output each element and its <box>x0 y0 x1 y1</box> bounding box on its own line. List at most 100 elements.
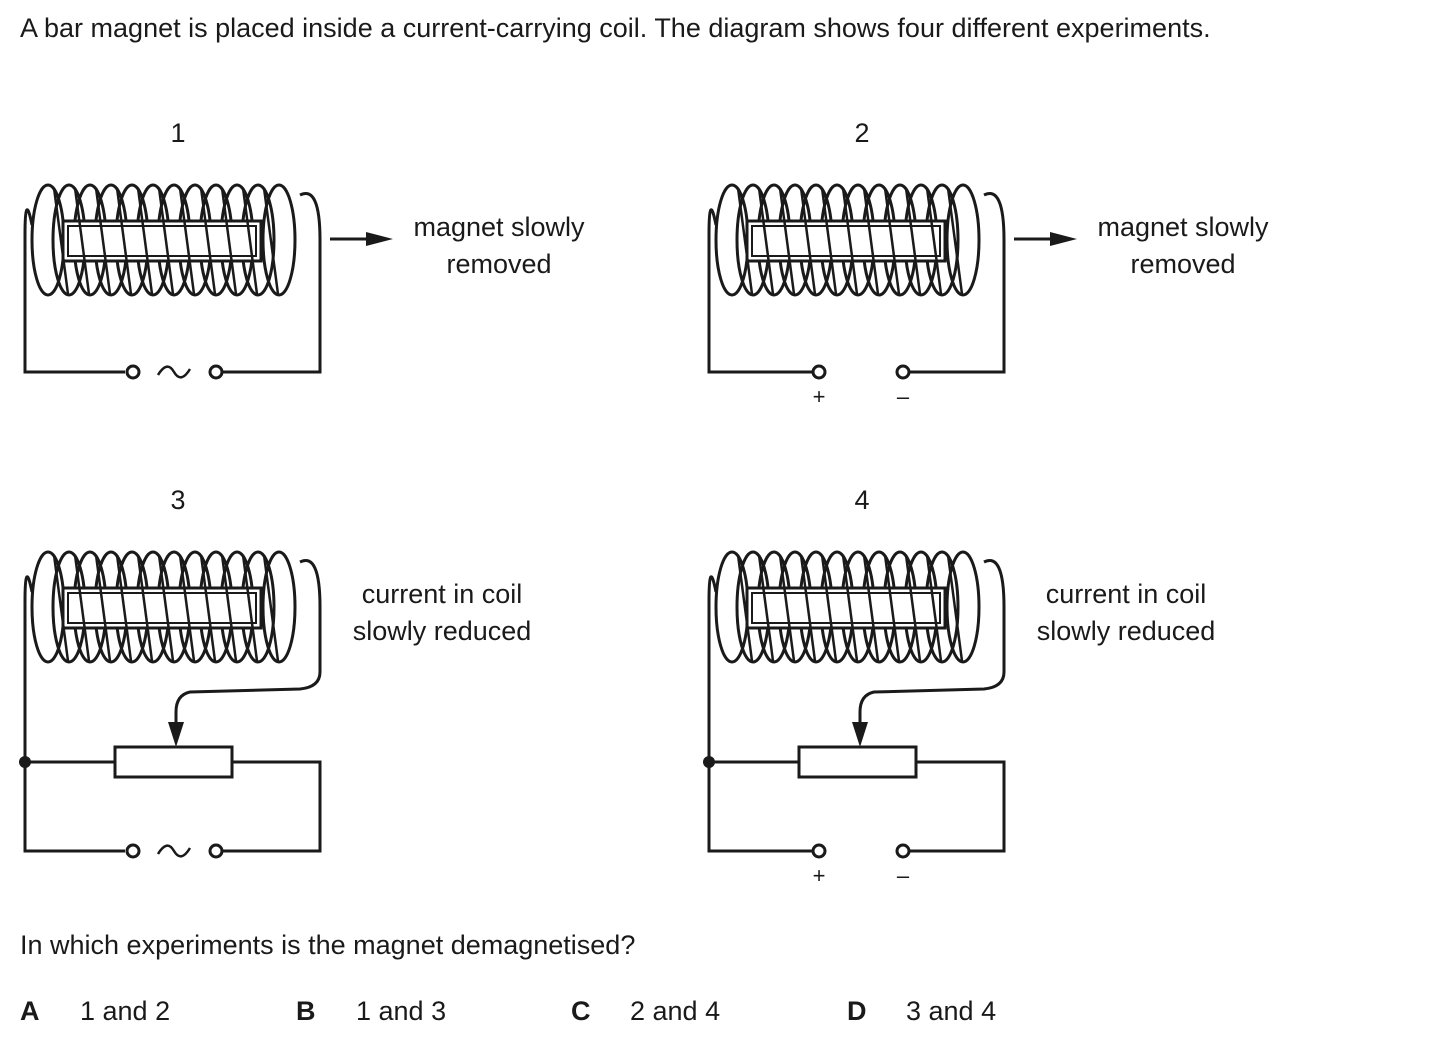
experiment-1-number: 1 <box>170 118 185 148</box>
coil-turn <box>778 187 796 295</box>
experiment-4: 4 +– current in coil slowly reduced <box>703 485 1215 888</box>
coil-loop <box>945 550 981 664</box>
coil-turn <box>820 187 838 295</box>
right-wire <box>906 192 1006 374</box>
terminal <box>811 364 827 380</box>
coil-turn <box>262 554 280 662</box>
coil-loop <box>714 183 750 297</box>
option-b-letter[interactable]: B <box>296 996 316 1026</box>
option-d-text[interactable]: 3 and 4 <box>906 996 997 1026</box>
intro-text: A bar magnet is placed inside a current-… <box>20 13 1211 43</box>
coil-turn <box>178 187 196 295</box>
option-c-text[interactable]: 2 and 4 <box>630 996 721 1026</box>
slider-arrowhead <box>168 722 184 747</box>
coil-turn <box>220 554 238 662</box>
bar-magnet-inner <box>67 225 257 257</box>
rheostat <box>113 745 234 779</box>
coil-turn <box>262 187 280 295</box>
plus-label: + <box>813 384 826 409</box>
ac-symbol <box>156 365 192 379</box>
experiment-1-caption-line-1: magnet slowly <box>413 212 585 242</box>
experiment-1-caption-line-2: removed <box>446 249 551 279</box>
coil-turn <box>841 554 859 662</box>
coil-turn <box>883 554 901 662</box>
experiment-1: 1 magnet slowly removed <box>23 118 585 380</box>
coil-turn <box>157 554 175 662</box>
terminal <box>125 843 141 859</box>
minus-label: – <box>897 384 910 409</box>
option-b-text[interactable]: 1 and 3 <box>356 996 447 1026</box>
slider-wire <box>174 559 322 727</box>
coil-turn <box>757 554 775 662</box>
option-a-text[interactable]: 1 and 2 <box>80 996 171 1026</box>
coil-loop <box>714 550 750 664</box>
coil-loop <box>261 183 297 297</box>
question-text: In which experiments is the magnet demag… <box>20 930 636 960</box>
experiment-3-caption-line-2: slowly reduced <box>353 616 532 646</box>
coil-turn <box>904 187 922 295</box>
experiment-2: 2 +– magnet slowly removed <box>707 118 1269 409</box>
coil-loop <box>30 550 66 664</box>
slider-wire <box>858 559 1006 727</box>
experiment-1-coil <box>30 183 297 297</box>
coil-turn <box>799 187 817 295</box>
experiment-4-circuit: +– <box>703 559 1006 888</box>
coil-turn <box>946 554 964 662</box>
coil-loop <box>261 550 297 664</box>
experiment-3-coil <box>30 550 297 664</box>
terminal <box>895 843 911 859</box>
terminal <box>208 364 224 380</box>
experiment-4-caption-line-1: current in coil <box>1046 579 1207 609</box>
coil-turn <box>736 554 754 662</box>
experiment-2-coil <box>714 183 981 297</box>
left-wire <box>23 208 125 374</box>
removal-arrowhead <box>1050 232 1077 246</box>
coil-turn <box>178 554 196 662</box>
coil-turn <box>736 187 754 295</box>
option-a-letter[interactable]: A <box>20 996 40 1026</box>
terminal <box>895 364 911 380</box>
coil-turn <box>841 187 859 295</box>
experiment-3-circuit <box>19 559 322 859</box>
experiment-3: 3 current in coil slowly reduced <box>19 485 532 859</box>
coil-turn <box>757 187 775 295</box>
coil-turn <box>157 187 175 295</box>
rheostat <box>797 745 918 779</box>
coil-loop <box>945 183 981 297</box>
coil-turn <box>904 554 922 662</box>
coil-turn <box>241 187 259 295</box>
experiment-1-circuit <box>23 192 393 380</box>
terminal <box>208 843 224 859</box>
option-c-letter[interactable]: C <box>571 996 591 1026</box>
left-wire <box>23 575 125 853</box>
coil-turn <box>820 554 838 662</box>
experiment-4-caption-line-2: slowly reduced <box>1037 616 1216 646</box>
slider-arrowhead <box>852 722 868 747</box>
experiment-4-coil <box>714 550 981 664</box>
option-d-letter[interactable]: D <box>847 996 867 1026</box>
experiment-3-number: 3 <box>170 485 185 515</box>
coil-turn <box>241 554 259 662</box>
coil-turn <box>946 187 964 295</box>
coil-turn <box>862 187 880 295</box>
coil-turn <box>94 187 112 295</box>
coil-turn <box>925 187 943 295</box>
coil-turn <box>115 187 133 295</box>
left-wire <box>707 575 809 853</box>
ac-symbol <box>156 844 192 858</box>
experiment-4-number: 4 <box>854 485 869 515</box>
coil-turn <box>52 187 70 295</box>
minus-label: – <box>897 863 910 888</box>
coil-turn <box>199 554 217 662</box>
left-wire <box>707 208 809 374</box>
experiment-3-caption-line-1: current in coil <box>362 579 523 609</box>
coil-turn <box>778 554 796 662</box>
coil-loop <box>30 183 66 297</box>
bar-magnet-inner <box>751 225 941 257</box>
experiment-2-number: 2 <box>854 118 869 148</box>
experiment-2-caption-line-1: magnet slowly <box>1097 212 1269 242</box>
coil-turn <box>862 554 880 662</box>
coil-turn <box>52 554 70 662</box>
terminal <box>125 364 141 380</box>
